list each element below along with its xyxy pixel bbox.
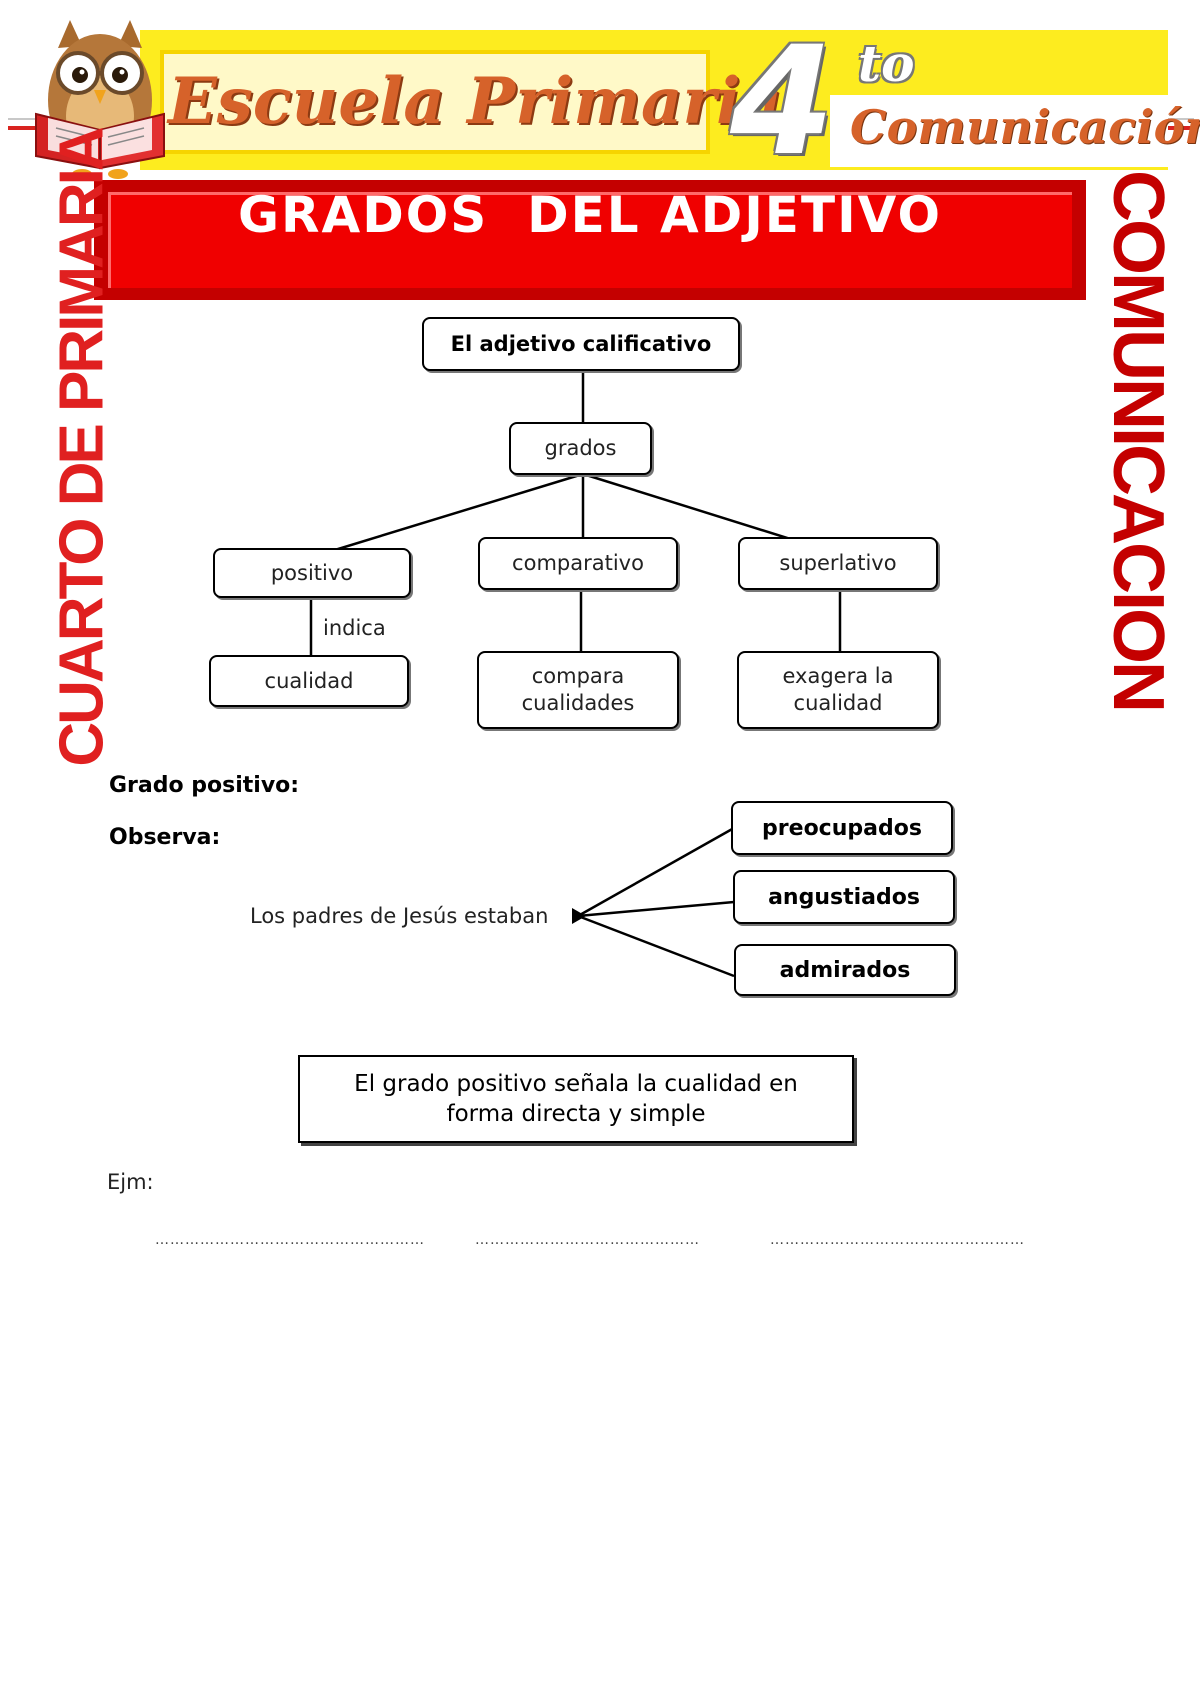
option-preocupados: preocupados bbox=[731, 801, 953, 855]
option-admirados: admirados bbox=[734, 944, 956, 996]
subject-frame bbox=[830, 95, 1168, 167]
indica-connector-label: indica bbox=[323, 616, 386, 640]
superlativo-node: superlativo bbox=[738, 537, 938, 590]
example-label: Ejm: bbox=[107, 1170, 154, 1194]
positivo-node: positivo bbox=[213, 548, 411, 598]
grados-node: grados bbox=[509, 422, 652, 475]
root-node: El adjetivo calificativo bbox=[422, 317, 740, 371]
header-rule-right-gray bbox=[1168, 118, 1194, 120]
header-rule-right bbox=[1168, 126, 1194, 130]
grade-number: 4 bbox=[730, 15, 835, 189]
answer-blank-1[interactable]: ……………………………………………… bbox=[155, 1232, 425, 1248]
exagera-cualidad-node: exagera la cualidad bbox=[737, 651, 939, 729]
owl-reading-book-icon bbox=[35, 20, 165, 179]
title-bar bbox=[108, 192, 1072, 288]
connector-sentence-admirados bbox=[577, 914, 735, 978]
cualidad-node: cualidad bbox=[209, 655, 409, 707]
brand-frame bbox=[160, 50, 710, 154]
sentence-arrow-head bbox=[572, 908, 586, 924]
example-sentence: Los padres de Jesús estaban bbox=[250, 904, 549, 928]
connector-sentence-angustiados bbox=[577, 900, 735, 918]
answer-blank-3[interactable]: …………………………………………… bbox=[770, 1232, 1025, 1248]
brand-title: Escuela Primaria bbox=[168, 64, 782, 139]
option-angustiados: angustiados bbox=[733, 870, 955, 924]
grade-suffix: to bbox=[858, 34, 915, 93]
subject-title: Comunicación bbox=[850, 100, 1200, 154]
comparativo-node: comparativo bbox=[478, 537, 678, 590]
compara-cualidades-node: compara cualidades bbox=[477, 651, 679, 729]
section-heading: Grado positivo: bbox=[109, 773, 300, 798]
page-title: GRADOS DEL ADJETIVO bbox=[238, 186, 942, 244]
answer-blank-2[interactable]: ……………………………………… bbox=[475, 1232, 700, 1248]
connector-grados-positivo bbox=[324, 472, 584, 555]
connector-sentence-preocupados bbox=[577, 826, 735, 918]
observe-label: Observa: bbox=[109, 825, 221, 850]
definition-box: El grado positivo señala la cualidad en … bbox=[298, 1055, 854, 1143]
